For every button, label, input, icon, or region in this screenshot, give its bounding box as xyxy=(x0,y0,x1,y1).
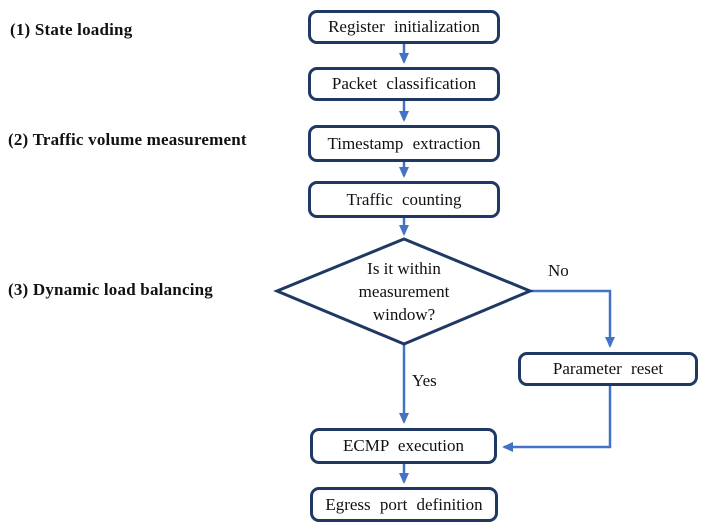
section-label-state-loading: (1) State loading xyxy=(10,20,133,39)
arrow-parameter-reset-to-ecmp xyxy=(502,386,612,452)
node-egress-port-definition: Egress port definition xyxy=(310,487,498,522)
arrow-decision-no-to-parameter-reset xyxy=(530,289,615,348)
node-timestamp-extraction: Timestamp extraction xyxy=(308,125,500,162)
section-label-dynamic-load-balancing: (3) Dynamic load balancing xyxy=(8,280,213,299)
node-traffic-counting: Traffic counting xyxy=(308,181,500,218)
node-ecmp-execution: ECMP execution xyxy=(310,428,497,464)
section-label-traffic-volume-measurement: (2) Traffic volume measurement xyxy=(8,130,247,149)
decision-diamond xyxy=(273,237,534,346)
decision-question-text: Is it within measurement window? xyxy=(358,259,450,324)
node-parameter-reset: Parameter reset xyxy=(518,352,698,386)
node-packet-classification: Packet classification xyxy=(308,67,500,101)
branch-label-no: No xyxy=(548,261,569,280)
branch-label-yes: Yes xyxy=(412,371,437,390)
node-register-initialization: Register initialization xyxy=(308,10,500,44)
